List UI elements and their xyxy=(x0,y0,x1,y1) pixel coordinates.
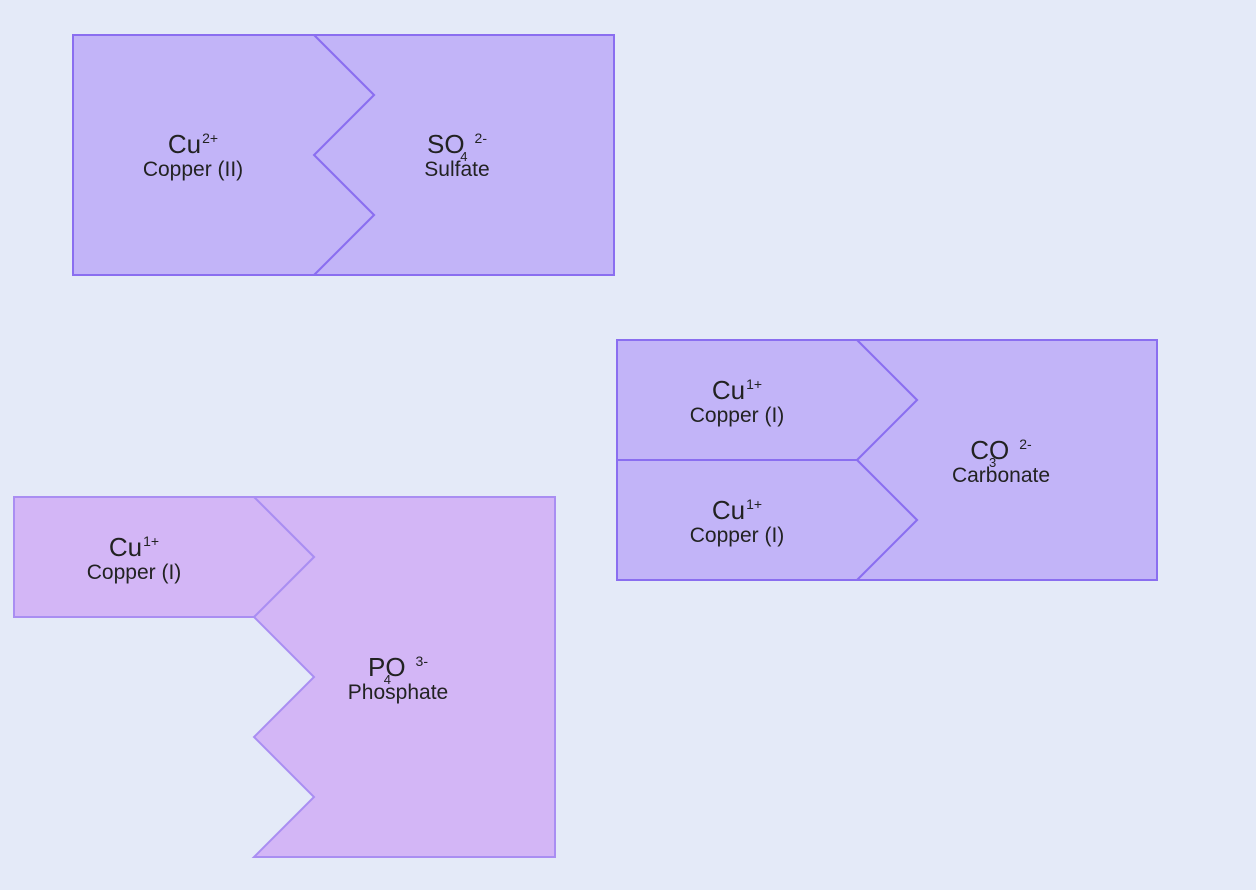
compound-copper-phosphate[interactable] xyxy=(13,496,556,858)
copper-i-formula: Cu1+ xyxy=(108,532,160,562)
copper-ii-formula: Cu2+ xyxy=(167,129,219,159)
copper-i-label-bottom: Cu1+ Copper (I) xyxy=(690,497,785,546)
copper-ii-name: Copper (II) xyxy=(142,158,244,181)
copper-i-piece[interactable] xyxy=(13,496,316,618)
copper-i-label-top: Cu1+ Copper (I) xyxy=(690,377,785,426)
copper-ii-piece[interactable] xyxy=(72,34,376,276)
carbonate-name: Carbonate xyxy=(951,464,1051,487)
copper-i-piece-top[interactable] xyxy=(616,339,919,461)
compound-copper-sulfate[interactable] xyxy=(72,34,615,276)
copper-i-name-top: Copper (I) xyxy=(689,404,785,427)
compound-copper-carbonate[interactable] xyxy=(616,339,1158,581)
copper-i-label: Cu1+ Copper (I) xyxy=(87,534,182,583)
copper-ii-label: Cu2+ Copper (II) xyxy=(143,131,243,180)
copper-i-name-bottom: Copper (I) xyxy=(689,524,785,547)
copper-i-piece-bottom[interactable] xyxy=(616,459,919,581)
copper-i-name: Copper (I) xyxy=(86,561,182,584)
phosphate-name: Phosphate xyxy=(347,681,449,704)
copper-i-formula-bottom: Cu1+ xyxy=(711,495,763,525)
sulfate-name: Sulfate xyxy=(424,158,490,181)
copper-i-formula-top: Cu1+ xyxy=(711,375,763,405)
